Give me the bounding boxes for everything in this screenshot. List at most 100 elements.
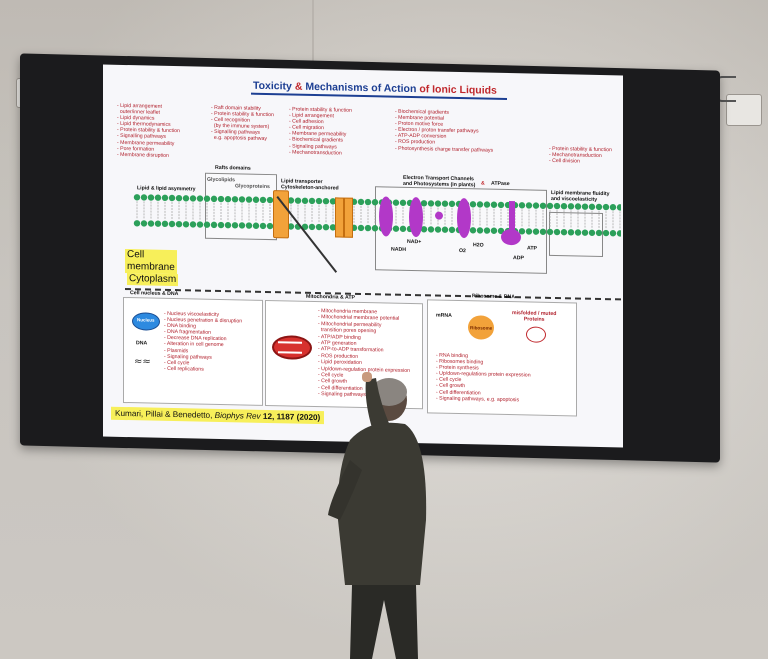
lipid-head-lower <box>203 221 211 228</box>
lipid-head-upper <box>231 196 239 203</box>
lipid-head-upper <box>427 200 435 207</box>
presenter-arm <box>365 378 392 430</box>
lipid-head-lower <box>371 225 379 232</box>
lipid-head-lower <box>322 224 330 231</box>
lipid-head-upper <box>322 198 330 205</box>
lipid-head-lower <box>329 224 337 231</box>
lipid-head-lower <box>420 226 428 233</box>
lipid-head-lower <box>560 229 568 236</box>
lipid-head-upper <box>203 195 211 202</box>
lipid-head-lower <box>490 227 498 234</box>
lipid-head-lower <box>266 222 274 230</box>
lipid-head-lower <box>483 227 491 234</box>
lipid-head-lower <box>448 226 456 234</box>
lipid-head-lower <box>518 228 526 235</box>
lipid-head-lower <box>140 220 148 227</box>
lipid-head-lower <box>539 228 547 235</box>
presenter-left-arm <box>328 460 362 520</box>
lipid-head-lower <box>525 228 533 235</box>
lipid-head-upper <box>609 204 617 211</box>
lipid-head-lower <box>399 225 407 233</box>
presenter-body <box>337 422 427 585</box>
lipid-head-upper <box>483 201 491 208</box>
lipid-head-upper <box>553 202 561 210</box>
lipid-head-lower <box>567 229 575 236</box>
lipid-head-lower <box>364 224 372 232</box>
lipid-head-upper <box>168 194 176 202</box>
lipid-head-lower <box>532 228 540 235</box>
lipid-head-upper <box>469 201 477 208</box>
lipid-head-upper <box>154 194 162 201</box>
lipid-head-lower <box>602 229 610 237</box>
lipid-head-lower <box>231 222 239 229</box>
lipid-head-upper <box>217 195 225 203</box>
lipid-head-lower <box>553 228 561 236</box>
lipid-head-upper <box>448 200 456 208</box>
lipid-head-upper <box>301 197 309 204</box>
lipid-head-lower <box>175 220 183 228</box>
lipid-head-upper <box>189 195 197 202</box>
lipid-head-lower <box>217 221 225 229</box>
lipid-head-upper <box>329 198 337 205</box>
lipid-head-upper <box>133 194 141 201</box>
lipid-head-upper <box>518 202 526 209</box>
lipid-head-upper <box>364 198 372 206</box>
lipid-head-lower <box>469 227 477 234</box>
lipid-head-lower <box>308 223 316 231</box>
lipid-head-upper <box>294 197 302 204</box>
lipid-head-upper <box>567 203 575 210</box>
lipid-head-upper <box>175 194 183 202</box>
lipid-head-lower <box>315 223 323 231</box>
lipid-head-upper <box>602 203 610 211</box>
lipid-head-upper <box>210 195 218 203</box>
lipid-head-upper <box>560 203 568 210</box>
lipid-head-upper <box>441 200 449 207</box>
lipid-head-upper <box>161 194 169 202</box>
lipid-head-upper <box>140 194 148 201</box>
lipid-head-lower <box>238 222 246 229</box>
lipid-head-upper <box>287 197 295 204</box>
lipid-head-upper <box>315 197 323 205</box>
lipid-head-upper <box>434 200 442 207</box>
lipid-head-lower <box>245 222 253 229</box>
lipid-head-upper <box>182 195 190 202</box>
lipid-head-lower <box>147 220 155 227</box>
lipid-head-upper <box>252 196 260 203</box>
lipid-head-upper <box>420 200 428 207</box>
lipid-head-lower <box>287 223 295 230</box>
lipid-head-upper <box>392 199 400 206</box>
lipid-head-upper <box>196 195 204 202</box>
lipid-head-lower <box>154 220 162 227</box>
lipid-head-lower <box>441 226 449 233</box>
lipid-head-upper <box>308 197 316 205</box>
lipid-head-upper <box>546 202 554 210</box>
lipid-head-lower <box>581 229 589 236</box>
lipid-head-upper <box>616 204 621 211</box>
lipid-head-upper <box>238 196 246 203</box>
lipid-head-upper <box>259 196 267 204</box>
lipid-head-lower <box>182 221 190 228</box>
lipid-head-lower <box>189 221 197 228</box>
lipid-head-lower <box>588 229 596 236</box>
lipid-head-lower <box>616 230 621 237</box>
lipid-head-lower <box>196 221 204 228</box>
lipid-head-lower <box>210 221 218 229</box>
lipid-head-upper <box>476 201 484 208</box>
lipid-head-lower <box>161 220 169 228</box>
lipid-head-lower <box>224 221 232 229</box>
lipid-head-lower <box>252 222 260 229</box>
lipid-head-lower <box>357 224 365 232</box>
presenter-hand <box>362 372 372 382</box>
lipid-head-upper <box>497 201 505 209</box>
lipid-head-upper <box>147 194 155 201</box>
lipid-head-upper <box>266 196 274 204</box>
lipid-head-lower <box>434 226 442 233</box>
lipid-head-upper <box>357 198 365 206</box>
lipid-head-lower <box>392 225 400 232</box>
lipid-head-upper <box>595 203 603 211</box>
lipid-head-upper <box>539 202 547 209</box>
lipid-head-lower <box>133 220 141 227</box>
lipid-head-lower <box>574 229 582 236</box>
lipid-head-upper <box>581 203 589 210</box>
